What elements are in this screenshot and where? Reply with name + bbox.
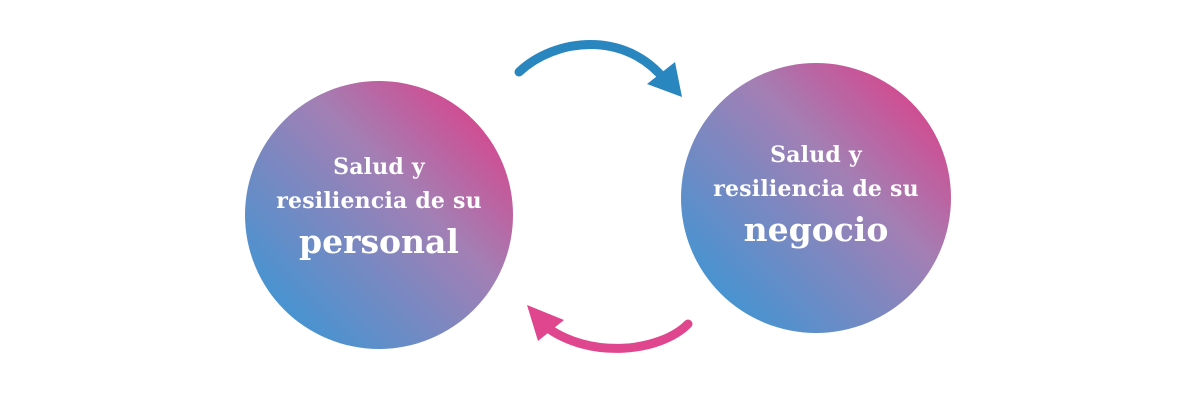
top-arrow-shaft: [514, 40, 670, 85]
circle-negocio-line3: negocio: [743, 210, 889, 249]
circle-personal-text: Salud y resiliencia de su personal: [276, 150, 482, 264]
circle-personal: Salud y resiliencia de su personal: [245, 81, 513, 349]
circle-personal-line3: personal: [299, 222, 459, 261]
circle-personal-line2: resiliencia de su: [276, 188, 482, 214]
circle-negocio: Salud y resiliencia de su negocio: [681, 63, 951, 333]
bottom-arrow-icon: [527, 305, 693, 353]
circle-personal-line1: Salud y: [333, 154, 425, 180]
circle-negocio-line1: Salud y: [770, 142, 862, 168]
bottom-arrow-head: [527, 305, 564, 341]
bottom-arrow-shaft: [540, 319, 693, 353]
circle-negocio-line2: resiliencia de su: [713, 176, 919, 202]
top-arrow-icon: [514, 40, 682, 97]
top-arrow-head: [647, 62, 682, 97]
circle-negocio-text: Salud y resiliencia de su negocio: [713, 138, 919, 252]
